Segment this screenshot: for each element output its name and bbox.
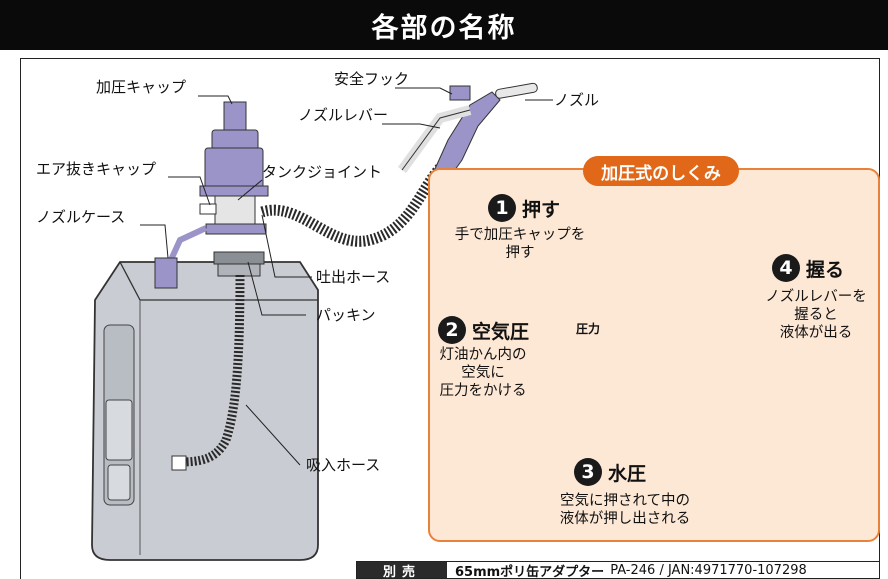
step-3-number: 3 — [574, 458, 602, 486]
pressure-label: 圧力 — [576, 322, 601, 336]
step-2-title: 空気圧 — [472, 320, 530, 343]
sold-separately-bar: 別売 65mmポリ缶アダプター PA-246 / JAN:4971770-107… — [356, 561, 880, 579]
step-1-text: 手で加圧キャップを 押す — [454, 227, 586, 262]
step-4-heading: 4 握る — [772, 254, 844, 282]
step-1-title: 押す — [522, 198, 561, 221]
step-1-number: 1 — [488, 194, 516, 222]
step-3-title: 水圧 — [608, 462, 647, 485]
product-name: 65mmポリ缶アダプター — [455, 564, 605, 579]
nozzle-gun-drawing — [397, 82, 538, 189]
sold-separately-label: 別売 — [357, 562, 447, 579]
label-discharge-hose: 吐出ホース — [316, 268, 391, 286]
step-2-number: 2 — [438, 316, 466, 344]
label-suction-hose: 吸入ホース — [306, 456, 381, 474]
step-3-text: 空気に押されて中の 液体が押し出される — [559, 493, 691, 528]
step-4-number: 4 — [772, 254, 800, 282]
step-2-text: 灯油かん内の 空気に 圧力をかける — [439, 347, 527, 400]
mechanism-panel — [428, 168, 880, 542]
label-packing: パッキン — [316, 306, 376, 324]
label-air-release-cap: エア抜きキャップ — [36, 160, 157, 178]
pump-body-drawing — [199, 101, 269, 235]
label-safety-hook: 安全フック — [334, 70, 410, 88]
product-code: PA-246 / JAN:4971770-107298 — [610, 562, 807, 578]
label-tank-joint: タンクジョイント — [262, 163, 383, 181]
step-1-heading: 1 押す — [488, 194, 560, 222]
label-nozzle-case: ノズルケース — [36, 208, 126, 226]
mechanism-title: 加圧式のしくみ — [583, 156, 739, 186]
step-4-text: ノズルレバーを 握ると 液体が出る — [765, 289, 867, 342]
label-pressure-cap: 加圧キャップ — [96, 78, 187, 96]
step-3-heading: 3 水圧 — [574, 458, 646, 486]
label-nozzle: ノズル — [554, 91, 600, 109]
step-4-title: 握る — [806, 258, 845, 281]
step-2-heading: 2 空気圧 — [438, 316, 529, 344]
kerosene-tank-drawing — [91, 251, 319, 561]
label-nozzle-lever: ノズルレバー — [298, 106, 389, 124]
page-title: 各部の名称 — [0, 0, 888, 50]
sold-separately-content: 65mmポリ缶アダプター PA-246 / JAN:4971770-107298 — [447, 562, 879, 579]
